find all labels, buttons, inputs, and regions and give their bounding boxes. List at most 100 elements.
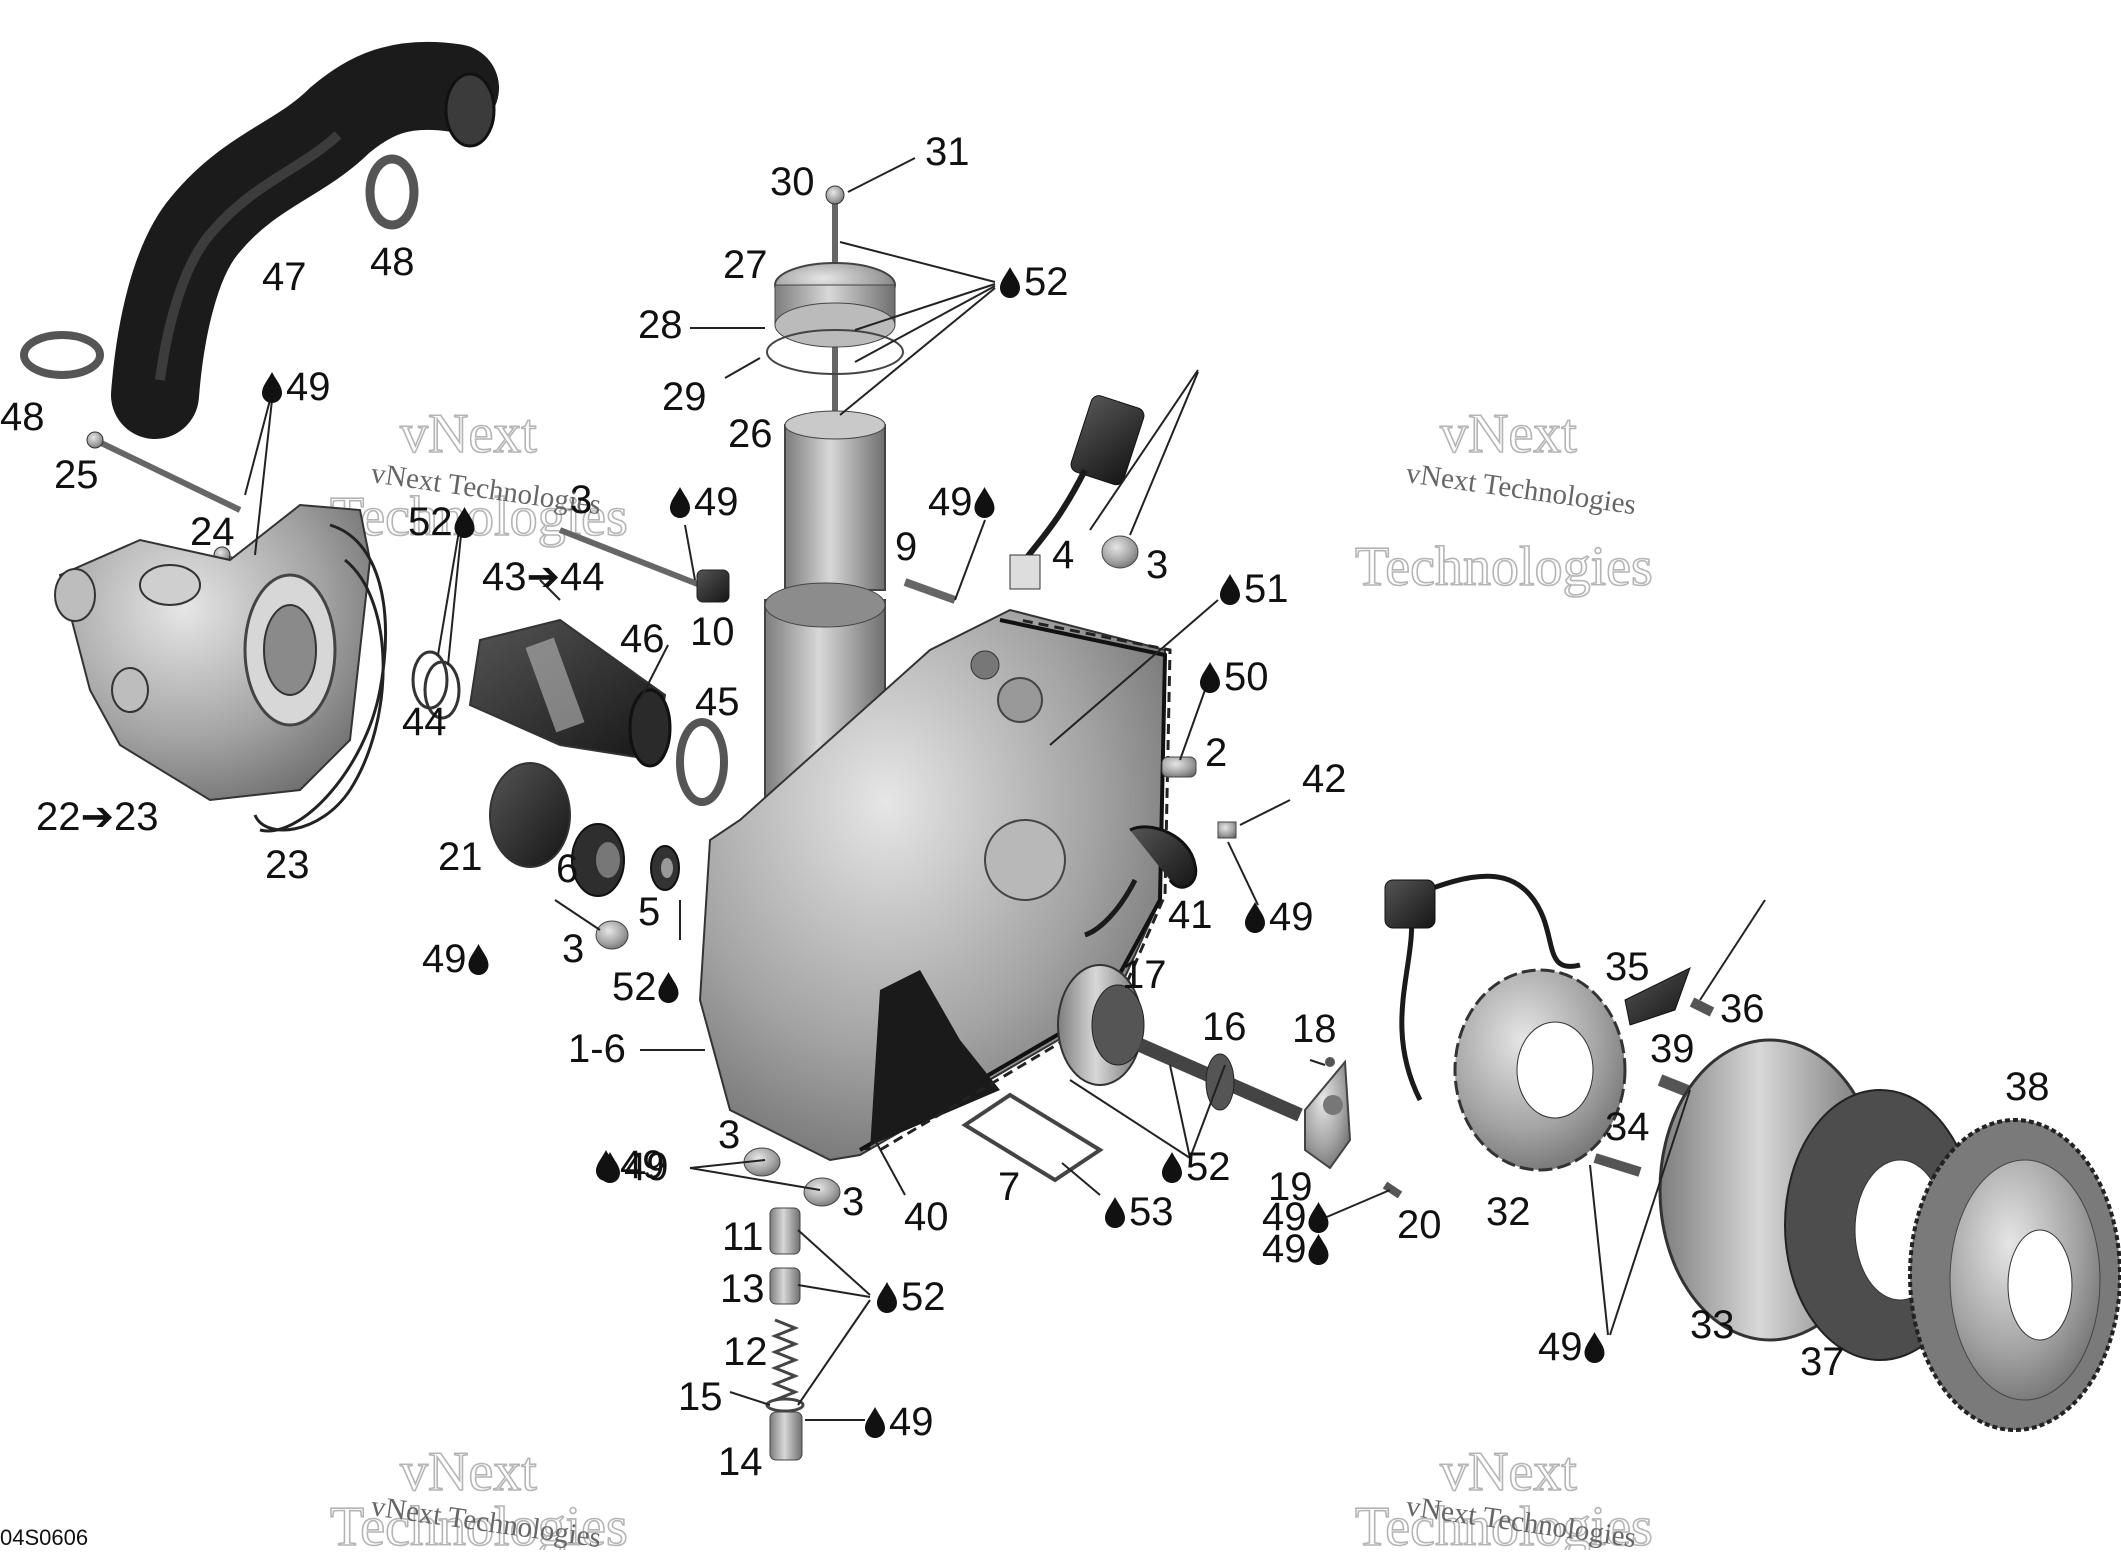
callout-c45: 45 — [695, 680, 740, 724]
callout-number: 49 — [620, 1143, 665, 1187]
callout-c11: 11 — [722, 1215, 764, 1259]
part-bolt-25 — [86, 431, 242, 513]
callout-c36: 36 — [1720, 987, 1765, 1031]
callout-number: 43➔44 — [482, 555, 605, 599]
callout-number: 53 — [1129, 1190, 1174, 1234]
callout-c49i: 49 — [600, 1145, 669, 1189]
part-screen-7 — [961, 1092, 1104, 1183]
part-screw-42 — [1217, 821, 1237, 839]
oil-drop-icon — [1200, 662, 1220, 693]
callout-c24: 24 — [190, 510, 235, 554]
part-plug-3-bottom-b — [803, 1177, 841, 1207]
callout-c49a: 49 — [262, 365, 331, 409]
callout-c26: 26 — [728, 412, 773, 456]
callout-number: 9 — [895, 525, 917, 569]
callout-number: 34 — [1605, 1105, 1650, 1149]
watermark-center-right: vNext Technologies vNext Technologies — [1354, 402, 1653, 599]
callout-c43: 43➔44 — [482, 555, 605, 599]
callout-number: 48 — [0, 395, 45, 439]
callout-number: 52 — [901, 1275, 946, 1319]
callout-number: 49 — [694, 480, 739, 524]
part-plug-3-right — [1101, 535, 1139, 569]
callout-c12: 12 — [723, 1330, 768, 1374]
callout-c30: 30 — [770, 160, 815, 204]
callout-c6: 6 — [556, 847, 578, 891]
callout-number: 6 — [556, 847, 578, 891]
callout-c49e: 49 — [928, 480, 995, 524]
watermark-center-left: vNext Technologies vNext Technologies — [329, 402, 628, 549]
callout-number: 29 — [662, 375, 707, 419]
part-sensor-4 — [1009, 395, 1145, 590]
oil-drop-icon — [658, 972, 679, 1003]
callout-c49h: 49 — [1262, 1227, 1329, 1271]
callout-number: 31 — [925, 130, 970, 174]
callout-number: 46 — [620, 617, 665, 661]
watermark-company-text: vNext Technologies — [1404, 457, 1638, 521]
part-pump-shaft-seal-46 — [468, 618, 672, 768]
part-plug-3-left — [595, 920, 629, 950]
part-o-rings-44 — [411, 650, 461, 720]
callout-c5: 5 — [638, 890, 660, 934]
callout-number: 22➔23 — [36, 795, 159, 839]
callout-number: 49 — [889, 1400, 934, 1444]
callout-c14: 14 — [718, 1440, 763, 1484]
part-bolt-36 — [1689, 997, 1715, 1017]
callout-number: 28 — [638, 303, 683, 347]
part-oil-filter-26 — [784, 410, 886, 591]
callout-number: 3 — [570, 478, 592, 522]
callout-c49j: 49 — [865, 1400, 934, 1444]
callout-c3b: 3 — [562, 927, 584, 971]
callout-c22: 22➔23 — [36, 795, 159, 839]
callout-c27: 27 — [723, 243, 768, 287]
watermark-outline-line1: vNext — [400, 1441, 537, 1503]
callout-c38: 38 — [2005, 1065, 2050, 1109]
callout-c44: 44 — [402, 700, 447, 744]
callout-number: 40 — [904, 1195, 949, 1239]
callout-c7: 7 — [998, 1165, 1020, 1209]
callout-number: 19 — [1268, 1165, 1313, 1209]
callout-number: 49 — [1538, 1325, 1583, 1369]
callout-c31: 31 — [925, 130, 970, 174]
callout-number: 11 — [722, 1215, 764, 1259]
callout-c3d: 3 — [718, 1113, 740, 1157]
part-hose-47 — [111, 41, 499, 439]
callout-c35: 35 — [1605, 945, 1650, 989]
callout-number: 17 — [1122, 953, 1167, 997]
callout-number: 42 — [1302, 757, 1347, 801]
callout-c52d: 52 — [1162, 1145, 1231, 1189]
watermark-outline-line2: Technologies — [1355, 1496, 1653, 1550]
callout-number: 35 — [1605, 945, 1650, 989]
callout-c51: 51 — [1220, 567, 1289, 611]
oil-drop-icon — [1162, 1152, 1182, 1183]
callout-c49c: 49 — [422, 937, 489, 981]
callout-number: 49 — [422, 937, 467, 981]
part-ring-gear-38 — [1908, 1118, 2121, 1432]
callout-c52b: 52 — [408, 500, 475, 544]
callout-c3c: 3 — [1146, 543, 1168, 587]
callout-number: 52 — [1186, 1145, 1231, 1189]
callout-number: 2 — [1205, 731, 1227, 775]
callout-number: 49 — [1262, 1227, 1307, 1271]
callout-c18: 18 — [1292, 1007, 1337, 1051]
callout-c21: 21 — [438, 835, 483, 879]
callout-c48a: 48 — [370, 240, 415, 284]
callout-c4: 4 — [1052, 533, 1074, 577]
callout-number: 16 — [1202, 1005, 1247, 1049]
callout-c10: 10 — [690, 610, 735, 654]
part-water-pump-housing-23 — [54, 503, 388, 833]
watermark-bottom-right: vNext Technologies vNext Technologies — [1354, 1440, 1653, 1555]
callout-c49g: 49 — [1262, 1195, 1329, 1239]
callout-number: 49 — [286, 365, 331, 409]
part-screw-18 — [1325, 1057, 1335, 1067]
watermark-outline-line2: Technologies — [330, 1496, 628, 1550]
callout-number: 23 — [265, 843, 310, 887]
callout-c40: 40 — [904, 1195, 949, 1239]
callout-number: 3 — [1146, 543, 1168, 587]
callout-c20: 20 — [1397, 1203, 1442, 1247]
callout-c1_6: 1-6 — [568, 1027, 626, 1071]
callout-number: 45 — [695, 680, 740, 724]
callout-c49k: 49 — [1538, 1325, 1605, 1369]
drawing-code: 04S0606 — [0, 1525, 88, 1550]
watermark-outline-line1: vNext — [400, 403, 537, 465]
